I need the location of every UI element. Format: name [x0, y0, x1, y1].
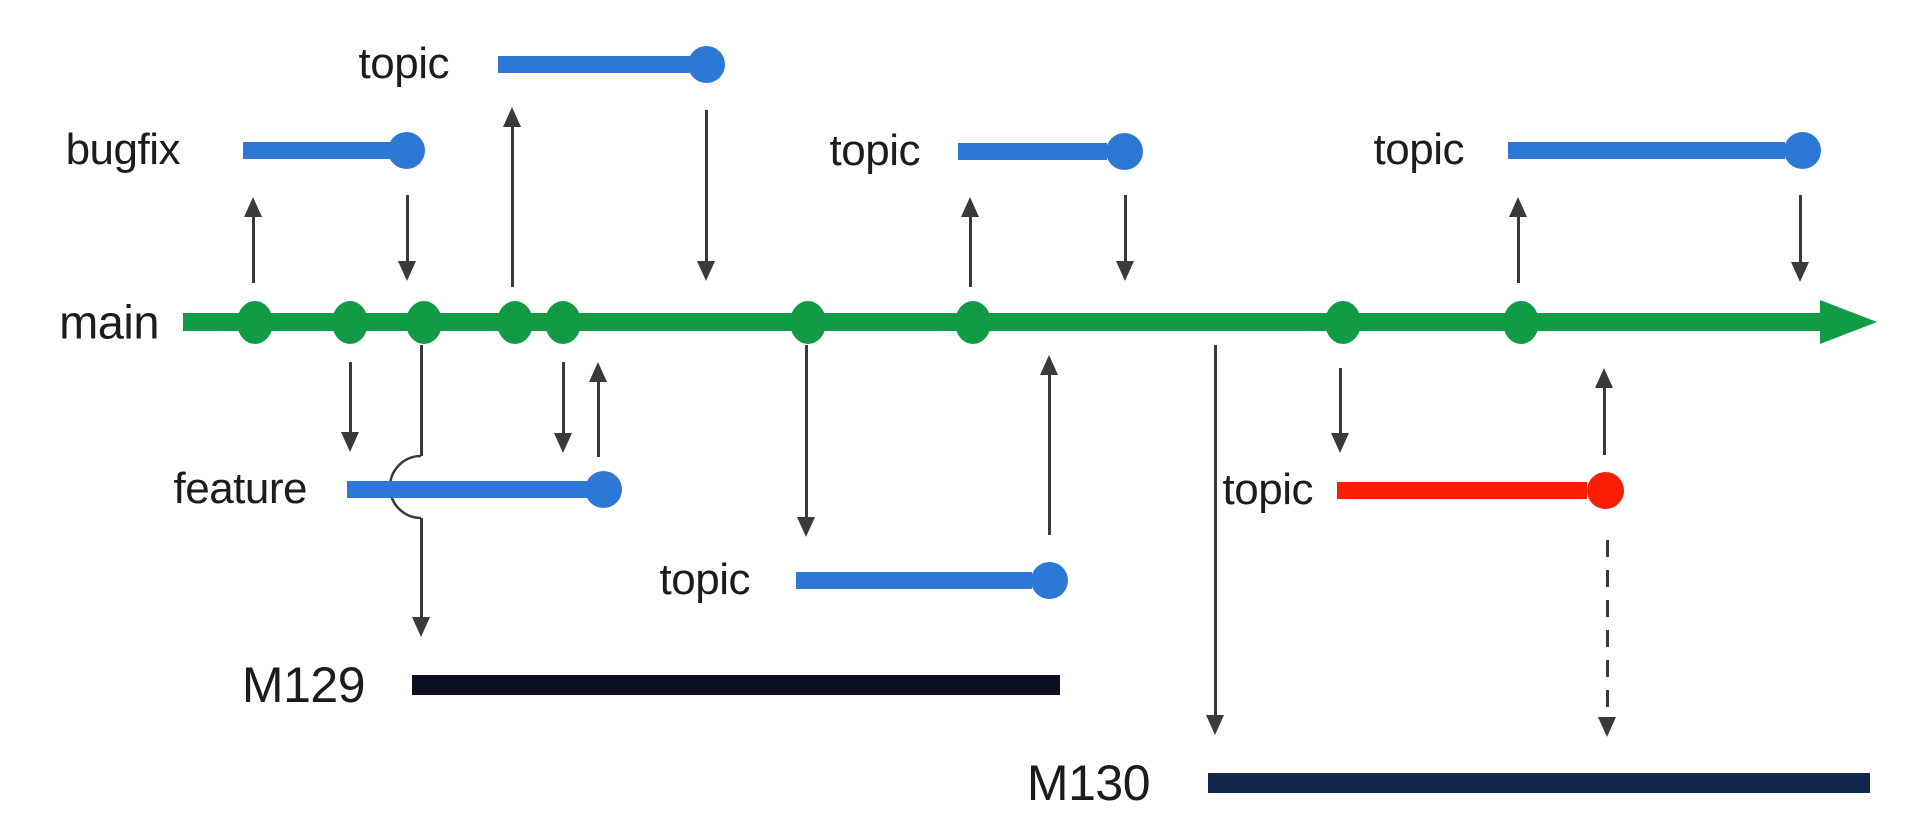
milestone-bar-m129 [412, 675, 1060, 695]
branch-line-topic-bottom [796, 571, 1032, 589]
branch-line-bugfix [243, 141, 390, 159]
feature-merge-arrow-head [589, 362, 607, 382]
topic-red-branch-arrow [1338, 368, 1342, 437]
commit-dot [237, 300, 273, 344]
bugfix-merge-arrow [405, 195, 409, 265]
branch-head-circle-topic-top [687, 45, 725, 83]
topic-right-branch-arrow-head [1509, 197, 1527, 217]
topic-mid-branch-arrow-head [961, 197, 979, 217]
topic-top-merge-arrow [704, 110, 708, 265]
branch-head-circle-feature [584, 470, 622, 508]
topic-mid-branch-arrow [968, 213, 972, 287]
topic-bottom-merge-arrow-head [1040, 355, 1058, 375]
bugfix-branch-arrow-head [244, 197, 262, 217]
branch-head-circle-topic-right [1783, 131, 1821, 169]
topic-mid-merge-arrow [1123, 195, 1127, 265]
topic-red-merge-arrow [1602, 384, 1606, 455]
topic-red-merge-arrow-head [1595, 368, 1613, 388]
main-branch-arrowhead [1820, 300, 1877, 344]
topic-bottom-branch-arrow [804, 345, 808, 521]
branch-label-topic-mid: topic [829, 126, 921, 175]
branch-head-circle-bugfix [387, 131, 425, 169]
branch-line-topic-mid [958, 142, 1107, 160]
topic-red-branch-arrow-head [1331, 433, 1349, 453]
feature-merge-arrow [596, 378, 600, 457]
milestone-label-m130: M130 [1026, 755, 1151, 811]
branch-head-circle-topic-bottom [1030, 561, 1068, 599]
milestone-label-m129: M129 [241, 657, 366, 713]
topic-right-merge-arrow [1798, 195, 1802, 266]
main-branch-label: main [59, 295, 159, 349]
feature-branch-arrow [348, 362, 352, 436]
topic-bottom-merge-arrow [1047, 371, 1051, 535]
main-into-feature-arrow-head [554, 433, 572, 453]
branch-line-feature [347, 480, 587, 498]
m129-branch-line-upper [419, 345, 423, 456]
commit-dot [332, 300, 368, 344]
branch-line-topic-red [1337, 481, 1587, 499]
main-into-feature-arrow [561, 362, 565, 437]
commit-dot [545, 300, 581, 344]
branch-label-feature: feature [173, 464, 308, 513]
m130-branch-arrow-head [1206, 715, 1224, 735]
bugfix-merge-arrow-head [398, 261, 416, 281]
branch-label-topic-red: topic [1222, 465, 1314, 514]
topic-mid-merge-arrow-head [1116, 261, 1134, 281]
commit-dot [1325, 300, 1361, 344]
branch-head-circle-topic-red [1586, 471, 1624, 509]
topic-top-merge-arrow-head [697, 261, 715, 281]
topic-right-branch-arrow [1516, 213, 1520, 283]
branch-label-topic-top: topic [358, 39, 450, 88]
commit-dot [790, 300, 826, 344]
topic-red-to-m130-dashed-arrow [1605, 540, 1609, 721]
m130-branch-arrow [1213, 345, 1217, 719]
topic-right-merge-arrow-head [1791, 262, 1809, 282]
bugfix-branch-arrow [251, 213, 255, 283]
milestone-bar-m130 [1208, 773, 1870, 793]
commit-dot [406, 300, 442, 344]
topic-top-branch-arrow [510, 123, 514, 287]
m129-branch-arrow-lower-head [412, 617, 430, 637]
topic-red-to-m130-dashed-arrow-head [1598, 717, 1616, 737]
commit-dot [955, 300, 991, 344]
topic-bottom-branch-arrow-head [797, 517, 815, 537]
branch-label-topic-bottom: topic [659, 555, 751, 604]
branch-line-topic-top [498, 55, 690, 73]
commit-dot [1503, 300, 1539, 344]
branch-line-topic-right [1508, 141, 1785, 159]
commit-dot [497, 300, 533, 344]
branch-label-bugfix: bugfix [65, 125, 181, 174]
m129-branch-arrow-lower [419, 518, 423, 621]
feature-branch-arrow-head [341, 432, 359, 452]
topic-top-branch-arrow-head [503, 107, 521, 127]
branch-label-topic-right: topic [1373, 125, 1465, 174]
main-branch-line [183, 313, 1822, 331]
branch-head-circle-topic-mid [1105, 132, 1143, 170]
